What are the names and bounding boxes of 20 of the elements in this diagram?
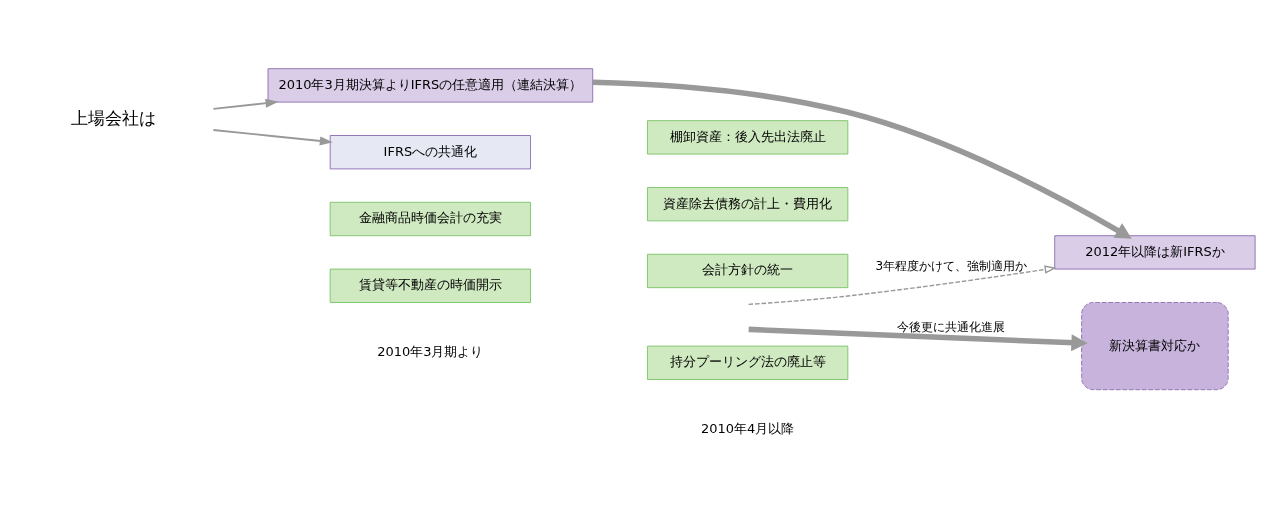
node-text: 上場会社は — [70, 108, 156, 128]
arrow — [212, 98, 279, 110]
label: 2010年4月以降 — [701, 420, 795, 436]
arrow — [592, 78, 1132, 239]
arrow — [748, 326, 1088, 351]
node-box: IFRSへの共通化 — [329, 134, 532, 169]
arrow — [212, 128, 333, 145]
edge-label: 今後更に共通化進展 — [897, 319, 1006, 334]
node-box: 2012年以降は新IFRSか — [1054, 234, 1256, 270]
node-box: 会計方針の統一 — [647, 253, 849, 288]
arrow — [747, 264, 1057, 305]
edge-label: 3年程度かけて、強制適用か — [875, 258, 1028, 273]
node-box: 棚卸資産：後入先出法廃止 — [647, 119, 849, 155]
node-box: 持分プーリング法の廃止等 — [647, 345, 849, 380]
node-box: 金融商品時価会計の充実 — [329, 201, 532, 236]
node-box: 新決算書対応か — [1081, 301, 1229, 390]
node-box: 賃貸等不動産の時価開示 — [329, 268, 532, 303]
label: 2010年3月期より — [377, 343, 484, 359]
node-box: 2010年3月期決算よりIFRSの任意適用（連結決算） — [267, 67, 594, 103]
node-box: 資産除去債務の計上・費用化 — [647, 186, 849, 221]
